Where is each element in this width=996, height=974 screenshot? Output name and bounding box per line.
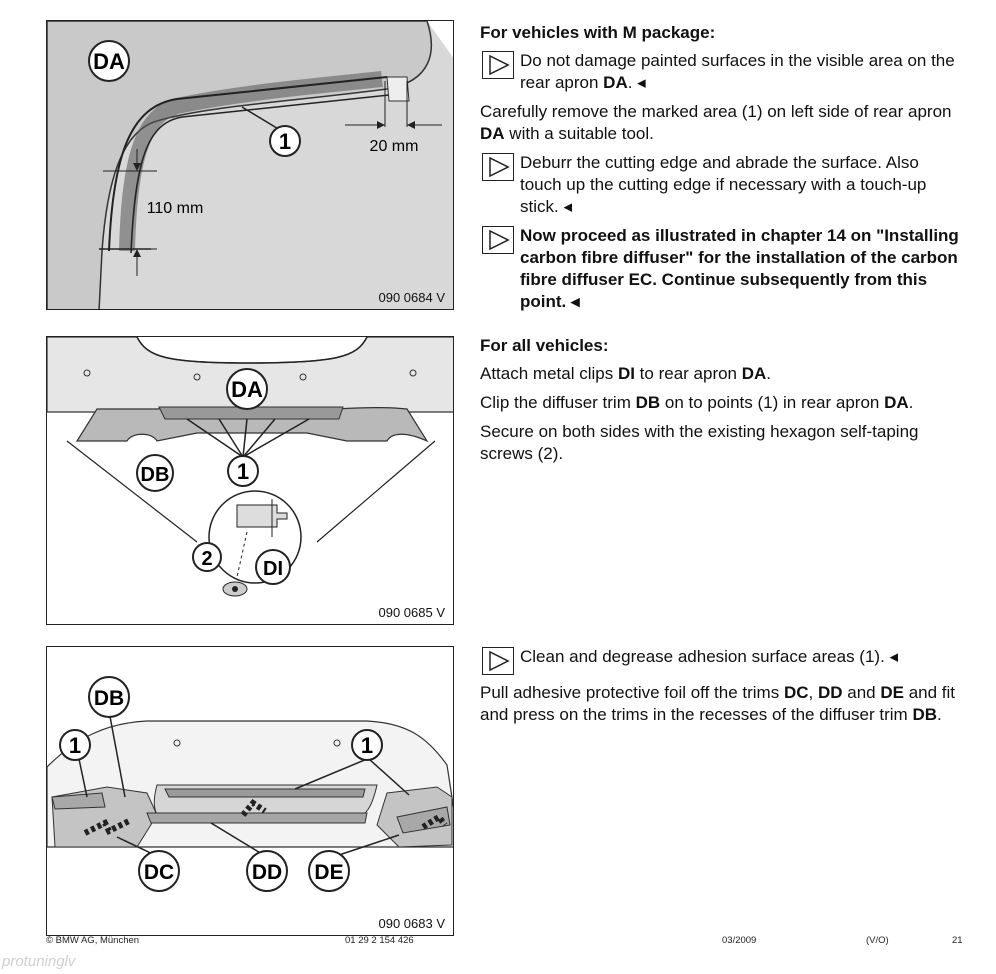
- clean-note: Clean and degrease adhesion surface area…: [480, 646, 960, 675]
- callout-dc: DC: [144, 861, 174, 884]
- footer-code: (V/O): [866, 935, 889, 946]
- para-ref: DA: [884, 393, 909, 412]
- callout-2: 2: [201, 548, 212, 570]
- note-triangle-icon: [482, 153, 514, 181]
- section-all-vehicles: For all vehicles: Attach metal clips DI …: [480, 335, 960, 472]
- para-text: ,: [808, 683, 818, 702]
- dimension-horizontal: 20 mm: [370, 138, 419, 155]
- para-text: .: [766, 364, 772, 383]
- para-text: Pull adhesive protective foil off the tr…: [480, 683, 784, 702]
- para-text: and fit and press on the trims in the re…: [480, 683, 956, 724]
- callout-di: DI: [263, 558, 283, 580]
- note-text: Clean and degrease adhesion surface area…: [520, 647, 899, 666]
- para-text: Attach metal clips: [480, 364, 618, 383]
- callout-da: DA: [93, 49, 125, 74]
- para-ref: DB: [635, 393, 661, 412]
- callout-da: DA: [231, 377, 263, 402]
- footer-page-number: 21: [952, 935, 963, 946]
- para-text: Carefully remove the marked area (1) on …: [480, 102, 952, 121]
- para-ref: DA: [741, 364, 767, 383]
- figure-trim-pieces: DB 1 1 DC DD DE 090 0683 V: [46, 646, 454, 936]
- callout-1: 1: [279, 129, 291, 154]
- figure-rear-apron-cutout: DA 1 20 mm 110 mm 090 0684 V: [46, 20, 454, 310]
- dimension-vertical: 110 mm: [147, 200, 204, 217]
- note-text: Now proceed as illustrated in chapter 14…: [520, 226, 959, 311]
- callout-de: DE: [314, 861, 343, 884]
- section-m-package: For vehicles with M package: Do not dama…: [480, 22, 960, 320]
- para-text: and: [842, 683, 881, 702]
- figure-number: 090 0683 V: [378, 916, 445, 931]
- para-ref: DC: [783, 683, 809, 702]
- para-text: .: [937, 705, 942, 724]
- para-ref: DD: [817, 683, 843, 702]
- figure-diffuser-trim: DA DB 1 2 DI 090 0685 V: [46, 336, 454, 625]
- section-heading: For all vehicles:: [480, 336, 609, 355]
- figure-2-drawing: DA DB 1 2 DI: [47, 337, 453, 597]
- para-text: Clip the diffuser trim: [480, 393, 636, 412]
- instruction-paragraph: Attach metal clips DI to rear apron DA.: [480, 363, 960, 385]
- figure-number: 090 0684 V: [378, 290, 445, 305]
- caution-note: Do not damage painted surfaces in the vi…: [480, 50, 960, 94]
- note-text: Deburr the cutting edge and abrade the s…: [520, 153, 927, 216]
- note-triangle-icon: [482, 647, 514, 675]
- callout-db: DB: [94, 687, 124, 710]
- para-ref: DI: [617, 364, 635, 383]
- para-ref: DB: [912, 705, 937, 724]
- para-text-end: with a suitable tool.: [504, 124, 654, 143]
- watermark: protuninglv: [2, 953, 76, 970]
- callout-db: DB: [141, 464, 170, 486]
- chapter-reference-note: Now proceed as illustrated in chapter 14…: [480, 225, 960, 313]
- callout-1: 1: [237, 459, 249, 484]
- note-text: Do not damage painted surfaces in the vi…: [520, 51, 955, 92]
- instruction-paragraph: Pull adhesive protective foil off the tr…: [480, 682, 960, 726]
- instruction-paragraph: Secure on both sides with the existing h…: [480, 422, 919, 463]
- para-ref: DE: [880, 683, 904, 702]
- figure-number: 090 0685 V: [378, 605, 445, 620]
- para-text: to rear apron: [634, 364, 742, 383]
- callout-1-right: 1: [361, 733, 373, 758]
- callout-dd: DD: [252, 861, 282, 884]
- note-ref: DA: [603, 73, 628, 92]
- note-end: . ◂: [627, 73, 646, 92]
- note-triangle-icon: [482, 226, 514, 254]
- deburr-note: Deburr the cutting edge and abrade the s…: [480, 152, 960, 218]
- instruction-paragraph: Clip the diffuser trim DB on to points (…: [480, 392, 960, 414]
- para-text: .: [908, 393, 914, 412]
- instruction-paragraph: Carefully remove the marked area (1) on …: [480, 101, 960, 145]
- para-ref: DA: [480, 124, 505, 143]
- note-triangle-icon: [482, 51, 514, 79]
- footer-date: 03/2009: [722, 935, 757, 946]
- section-heading: For vehicles with M package:: [480, 23, 716, 42]
- section-trims: Clean and degrease adhesion surface area…: [480, 646, 960, 733]
- callout-1-left: 1: [69, 733, 81, 758]
- figure-1-drawing: DA 1 20 mm 110 mm: [47, 21, 453, 309]
- figure-3-drawing: DB 1 1 DC DD DE: [47, 676, 453, 892]
- footer-doc-number: 01 29 2 154 426: [345, 935, 414, 946]
- footer-copyright: © BMW AG, München: [46, 935, 140, 946]
- para-text: on to points (1) in rear apron: [660, 393, 885, 412]
